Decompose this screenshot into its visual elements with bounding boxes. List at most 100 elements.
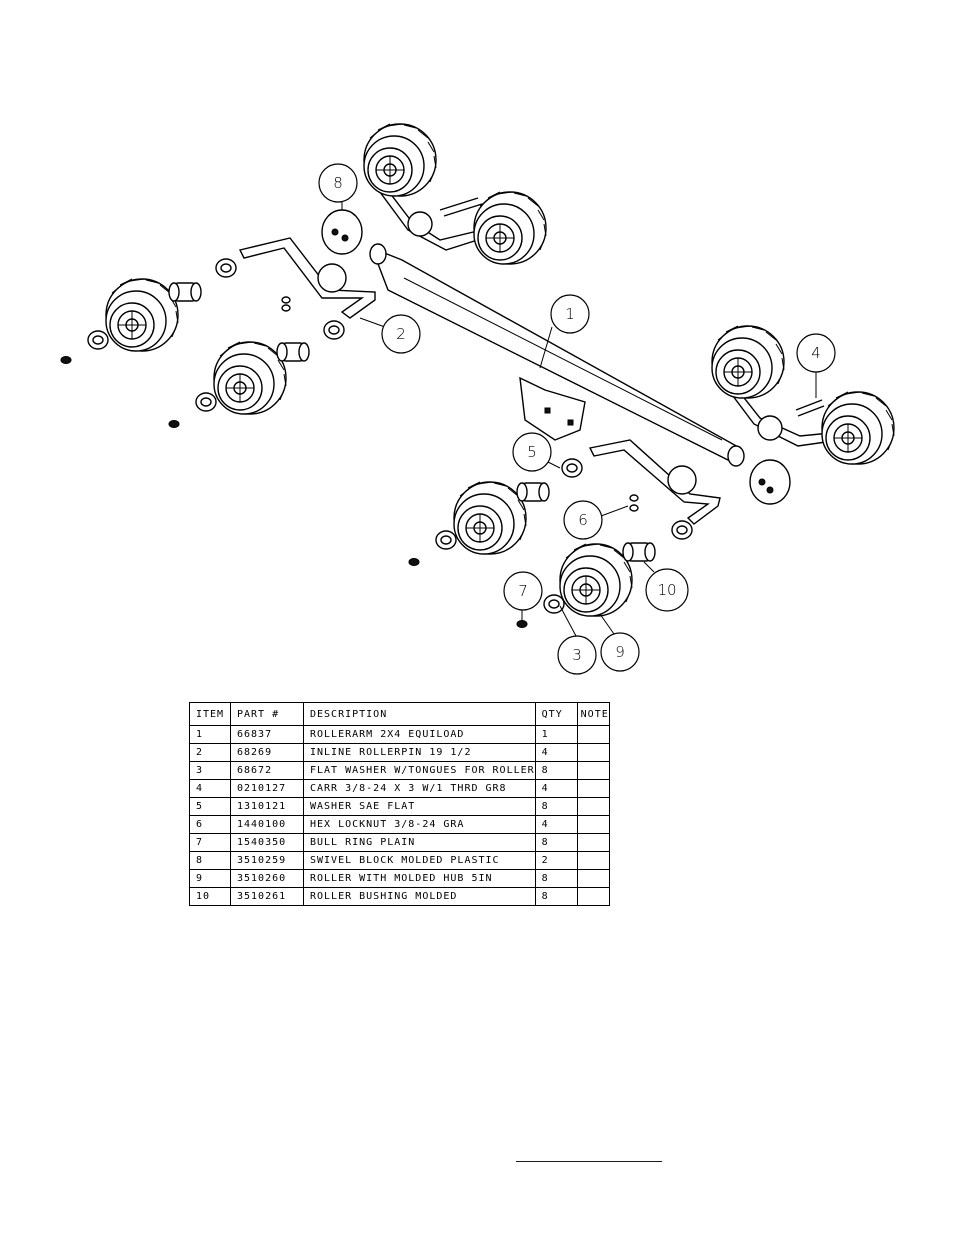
flat-washer: [671, 520, 693, 540]
cell-desc: WASHER SAE FLAT: [303, 797, 536, 816]
cell-note: [576, 797, 610, 816]
cell-qty: 4: [534, 779, 578, 798]
exploded-assembly-diagram: 1 2 3 4 5 6 7 8 9 10: [60, 123, 895, 675]
cell-part: 1310121: [230, 797, 304, 816]
cell-note: [576, 725, 610, 744]
cell-qty: 1: [534, 725, 578, 744]
cell-qty: 4: [534, 815, 578, 834]
cell-desc: ROLLER BUSHING MOLDED: [303, 887, 536, 906]
flat-washer: [543, 594, 565, 614]
svg-text:3: 3: [572, 646, 582, 664]
cell-desc: SWIVEL BLOCK MOLDED PLASTIC: [303, 851, 536, 870]
cell-item: 7: [189, 833, 231, 852]
svg-text:6: 6: [578, 511, 588, 529]
svg-text:1: 1: [565, 305, 575, 323]
cell-note: [576, 851, 610, 870]
cell-part: 66837: [230, 725, 304, 744]
callout-10: 10: [645, 568, 689, 612]
carriage-bolt: [439, 197, 825, 417]
cell-desc: FLAT WASHER W/TONGUES FOR ROLLER: [303, 761, 536, 780]
cell-note: [576, 815, 610, 834]
roller-wheel: [821, 391, 895, 465]
hex-locknut: [281, 296, 639, 512]
callout-7: 7: [503, 571, 543, 611]
roller-arm-tube: [369, 243, 745, 467]
roller-wheel: [711, 325, 785, 399]
cell-qty: 8: [534, 887, 578, 906]
cell-part: 1440100: [230, 815, 304, 834]
roller-bushing: [516, 482, 550, 502]
cell-note: [576, 743, 610, 762]
cell-desc: BULL RING PLAIN: [303, 833, 536, 852]
roller-bushing: [168, 282, 202, 302]
cell-item: 5: [189, 797, 231, 816]
cell-qty: 4: [534, 743, 578, 762]
callout-8: 8: [318, 163, 358, 203]
svg-text:10: 10: [657, 581, 676, 599]
cell-part: 3510261: [230, 887, 304, 906]
callout-1: 1: [550, 294, 590, 334]
cell-qty: 8: [534, 797, 578, 816]
roller-wheel: [213, 341, 287, 415]
cell-qty: 8: [534, 833, 578, 852]
cell-note: [576, 869, 610, 888]
cell-part: 1540350: [230, 833, 304, 852]
cell-item: 10: [189, 887, 231, 906]
cell-part: 68672: [230, 761, 304, 780]
svg-text:2: 2: [396, 325, 406, 343]
cell-item: 1: [189, 725, 231, 744]
callout-2: 2: [381, 314, 421, 354]
swivel-block: [321, 209, 791, 505]
svg-text:9: 9: [615, 643, 625, 661]
header-description: DESCRIPTION: [303, 702, 536, 726]
flat-washer: [87, 330, 109, 350]
bull-ring: [516, 620, 528, 628]
cell-item: 3: [189, 761, 231, 780]
header-part-number: PART #: [230, 702, 304, 726]
header-note: NOTE: [576, 702, 610, 726]
cell-part: 0210127: [230, 779, 304, 798]
roller-wheel: [559, 543, 633, 617]
leader-lines: [341, 202, 817, 637]
cell-desc: ROLLERARM 2X4 EQUILOAD: [303, 725, 536, 744]
cell-note: [576, 833, 610, 852]
roller-bushing: [276, 342, 310, 362]
cell-desc: HEX LOCKNUT 3/8-24 GRA: [303, 815, 536, 834]
cell-note: [576, 887, 610, 906]
flat-washer: [323, 320, 345, 340]
svg-text:7: 7: [518, 582, 528, 600]
flat-washer: [561, 458, 583, 478]
cell-item: 4: [189, 779, 231, 798]
roller-bushing: [622, 542, 656, 562]
callout-6: 6: [563, 500, 603, 540]
callout-4: 4: [796, 333, 836, 373]
roller-wheel: [453, 481, 527, 555]
footer-link[interactable]: [516, 1145, 662, 1162]
roller-wheel: [473, 191, 547, 265]
cell-desc: INLINE ROLLERPIN 19 1/2: [303, 743, 536, 762]
callout-9: 9: [600, 632, 640, 672]
bull-ring: [168, 420, 180, 428]
table-header-row: ITEM PART # DESCRIPTION QTY NOTE: [189, 702, 610, 726]
cell-desc: ROLLER WITH MOLDED HUB 5IN: [303, 869, 536, 888]
cell-item: 6: [189, 815, 231, 834]
cell-qty: 8: [534, 869, 578, 888]
roller-wheel: [363, 123, 437, 197]
cell-item: 2: [189, 743, 231, 762]
cell-note: [576, 761, 610, 780]
cell-note: [576, 779, 610, 798]
callout-5: 5: [512, 432, 552, 472]
header-item: ITEM: [189, 702, 231, 726]
header-qty: QTY: [534, 702, 578, 726]
cell-item: 9: [189, 869, 231, 888]
cell-part: 3510259: [230, 851, 304, 870]
